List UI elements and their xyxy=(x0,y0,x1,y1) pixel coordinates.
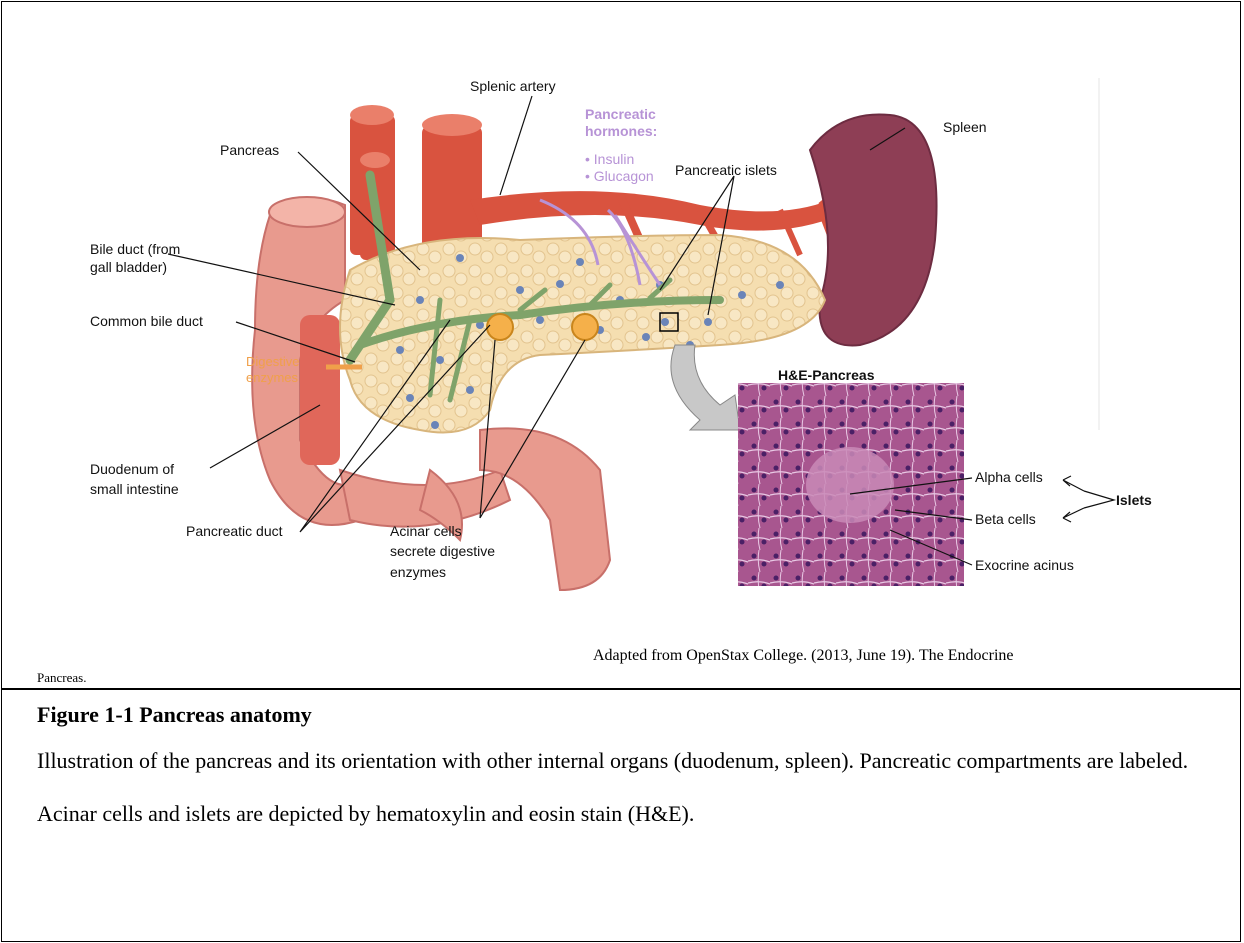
label-bile-duct-2: gall bladder) xyxy=(90,259,167,275)
label-acinar-1: Acinar cells xyxy=(390,523,462,539)
label-digestive-1: Digestive xyxy=(246,354,299,369)
pancreas-illustration: Splenic artery Pancreatic hormones: • In… xyxy=(0,0,1244,690)
spleen xyxy=(810,114,937,345)
label-alpha-cells: Alpha cells xyxy=(975,469,1043,485)
label-pancreas: Pancreas xyxy=(220,142,279,158)
label-beta-cells: Beta cells xyxy=(975,511,1036,527)
figure-title: Figure 1-1 Pancreas anatomy xyxy=(37,702,312,728)
label-hormones-2: hormones: xyxy=(585,123,657,139)
label-he-pancreas: H&E-Pancreas xyxy=(778,367,875,383)
label-spleen: Spleen xyxy=(943,119,987,135)
islet-region xyxy=(806,447,894,523)
image-credit-line2: Pancreas. xyxy=(37,670,86,686)
label-acinar-3: enzymes xyxy=(390,564,446,580)
label-islets: Islets xyxy=(1116,492,1152,508)
label-common-bile-duct: Common bile duct xyxy=(90,313,203,329)
label-bile-duct-1: Bile duct (from xyxy=(90,241,180,257)
label-exocrine-acinus: Exocrine acinus xyxy=(975,557,1074,573)
label-hormones-1: Pancreatic xyxy=(585,106,656,122)
label-glucagon: • Glucagon xyxy=(585,168,654,184)
zoom-arrow xyxy=(671,345,740,430)
label-acinar-2: secrete digestive xyxy=(390,543,495,559)
label-splenic-artery: Splenic artery xyxy=(470,78,556,94)
label-insulin: • Insulin xyxy=(585,151,634,167)
label-pancreatic-duct: Pancreatic duct xyxy=(186,523,283,539)
label-pancreatic-islets: Pancreatic islets xyxy=(675,162,777,178)
image-credit-line1: Adapted from OpenStax College. (2013, Ju… xyxy=(593,647,1014,665)
label-duodenum-2: small intestine xyxy=(90,481,179,497)
figure-caption: Illustration of the pancreas and its ori… xyxy=(37,734,1217,840)
label-digestive-2: enzymes xyxy=(246,370,299,385)
label-duodenum-1: Duodenum of xyxy=(90,461,174,477)
